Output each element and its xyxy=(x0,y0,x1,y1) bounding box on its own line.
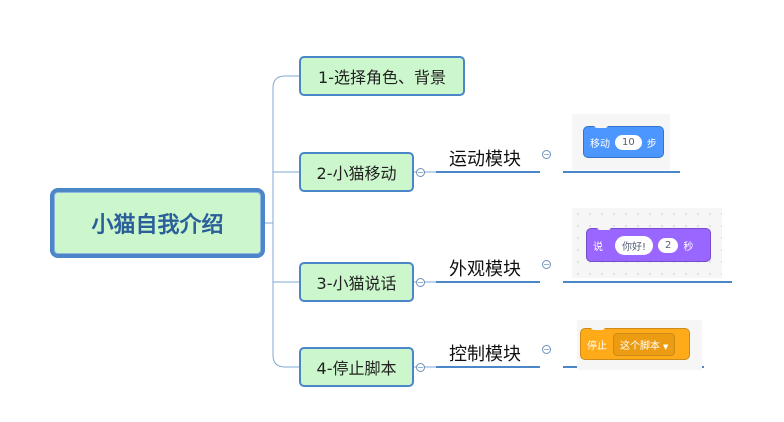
central-topic[interactable]: 小猫自我介绍 xyxy=(50,188,265,258)
stop-option: 这个脚本 xyxy=(620,340,660,352)
branch-2[interactable]: 2-小猫移动 xyxy=(299,152,414,192)
collapse-icon[interactable]: − xyxy=(542,345,551,354)
collapse-icon[interactable]: − xyxy=(542,260,551,269)
move-steps-block: 移动 10 步 xyxy=(583,122,664,158)
looks-block-image: 说 你好! 2 秒 xyxy=(572,208,722,278)
collapse-icon[interactable]: − xyxy=(542,150,551,159)
stop-block: 停止 这个脚本▼ xyxy=(580,324,690,360)
chevron-down-icon: ▼ xyxy=(663,342,669,351)
subtopic-motion[interactable]: 运动模块 xyxy=(449,149,521,170)
collapse-icon[interactable]: − xyxy=(416,363,425,372)
branch-3[interactable]: 3-小猫说话 xyxy=(299,262,414,302)
message-value: 你好! xyxy=(615,235,654,255)
subtopic-looks[interactable]: 外观模块 xyxy=(449,259,521,280)
stop-option-dropdown: 这个脚本▼ xyxy=(613,332,676,356)
branch-1[interactable]: 1-选择角色、背景 xyxy=(299,56,465,96)
subtopic-control[interactable]: 控制模块 xyxy=(449,344,521,365)
block-label: 移动 xyxy=(590,138,610,150)
collapse-icon[interactable]: − xyxy=(416,278,425,287)
block-unit: 步 xyxy=(646,138,657,150)
say-block: 说 你好! 2 秒 xyxy=(586,224,711,262)
block-label: 停止 xyxy=(587,340,607,352)
block-label: 说 xyxy=(593,241,603,253)
control-block-image: 停止 这个脚本▼ xyxy=(577,320,702,370)
seconds-value: 2 xyxy=(658,237,679,253)
motion-block-image: 移动 10 步 xyxy=(572,114,670,170)
steps-value: 10 xyxy=(615,134,642,150)
collapse-icon[interactable]: − xyxy=(416,168,425,177)
branch-4[interactable]: 4-停止脚本 xyxy=(299,347,414,387)
block-unit: 秒 xyxy=(683,241,694,253)
